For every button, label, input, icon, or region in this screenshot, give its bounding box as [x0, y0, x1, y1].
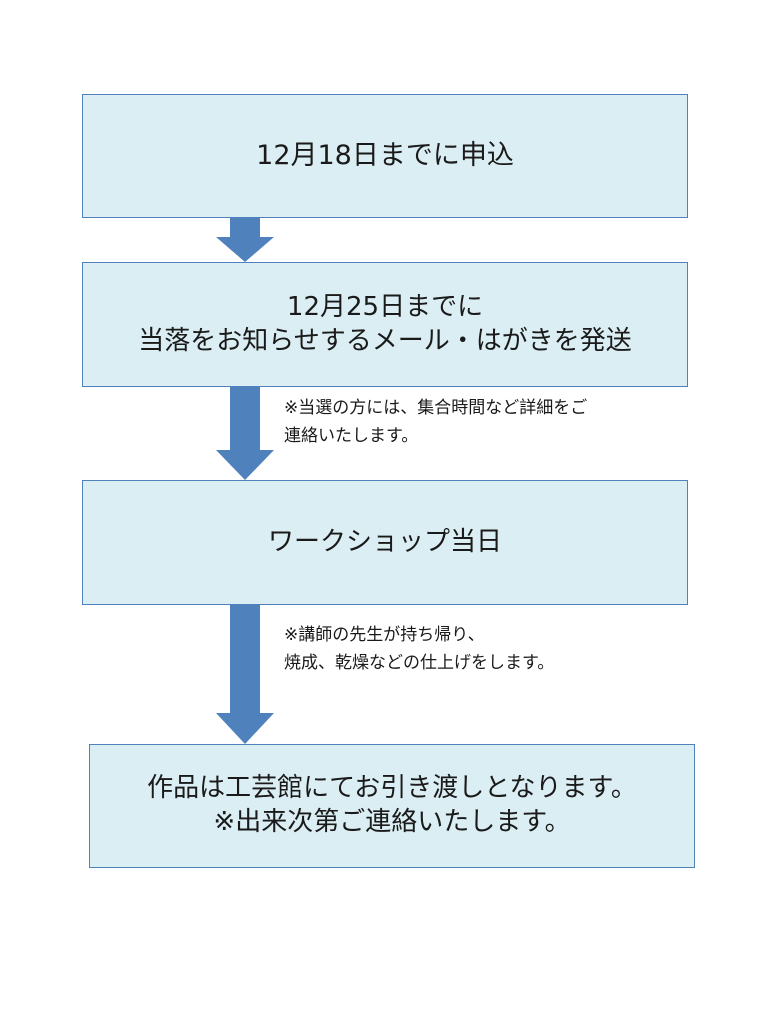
- step-2-box: 12月25日までに 当落をお知らせするメール・はがきを発送: [82, 262, 688, 387]
- note-1-line-2: 連絡いたします。: [284, 426, 419, 447]
- note-1: ※当選の方には、集合時間など詳細をご 連絡いたします。: [284, 394, 587, 450]
- step-3-text: ワークショップ当日: [267, 526, 502, 557]
- step-4-text-line-1: 作品は工芸館にてお引き渡しとなります。: [147, 773, 637, 804]
- note-2-line-1: ※講師の先生が持ち帰り、: [284, 625, 485, 645]
- step-1-box: 12月18日までに申込: [82, 94, 688, 218]
- arrow-3-to-4: [216, 605, 274, 744]
- arrow-2-to-3: [216, 387, 274, 480]
- arrow-1-to-2: [216, 218, 274, 262]
- step-4-box: 作品は工芸館にてお引き渡しとなります。 ※出来次第ご連絡いたします。: [89, 744, 695, 868]
- note-2: ※講師の先生が持ち帰り、 焼成、乾燥などの仕上げをします。: [284, 621, 554, 677]
- step-3-box: ワークショップ当日: [82, 480, 688, 605]
- step-4-text-line-2: ※出来次第ご連絡いたします。: [213, 807, 571, 837]
- step-2-text-line-2: 当落をお知らせするメール・はがきを発送: [138, 325, 632, 356]
- step-2-text-line-1: 12月25日までに: [286, 291, 484, 322]
- note-2-line-2: 焼成、乾燥などの仕上げをします。: [284, 653, 555, 674]
- note-1-line-1: ※当選の方には、集合時間など詳細をご: [284, 398, 588, 418]
- step-1-text: 12月18日までに申込: [256, 140, 514, 172]
